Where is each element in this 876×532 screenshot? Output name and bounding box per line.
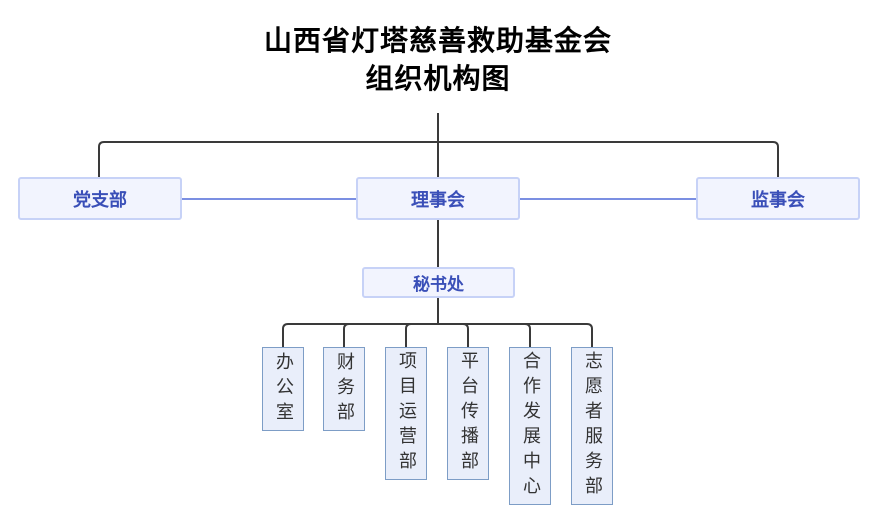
org-box-party-branch-label: 党支部 <box>73 189 127 211</box>
org-box-cooperation-development-center-label: 合作发展中心 <box>520 351 541 501</box>
chart-title-line2: 组织机构图 <box>365 62 511 95</box>
connector-to-cooperation-development <box>438 323 531 347</box>
org-box-cooperation-development-center: 合作发展中心 <box>509 347 551 505</box>
org-box-finance-dept: 财务部 <box>323 347 365 431</box>
org-box-party-branch: 党支部 <box>18 177 182 220</box>
chart-title-line1: 山西省灯塔慈善救助基金会 <box>263 24 612 57</box>
chart-title: 山西省灯塔慈善救助基金会 组织机构图 <box>0 22 876 98</box>
org-box-office-label: 办公室 <box>273 351 294 427</box>
org-box-volunteer-service-dept: 志愿者服务部 <box>571 347 613 505</box>
org-box-platform-communication-dept-label: 平台传播部 <box>458 351 479 476</box>
connector-to-volunteer-service <box>438 323 593 347</box>
org-box-finance-dept-label: 财务部 <box>334 351 355 427</box>
org-box-project-operations-dept: 项目运营部 <box>385 347 427 480</box>
org-box-board-of-directors: 理事会 <box>356 177 520 220</box>
org-box-board-of-directors-label: 理事会 <box>411 189 465 211</box>
org-box-secretariat-label: 秘书处 <box>413 275 464 295</box>
connector-root-to-supervisors <box>438 141 779 177</box>
org-box-board-of-supervisors: 监事会 <box>696 177 860 220</box>
org-box-secretariat: 秘书处 <box>362 267 515 298</box>
org-box-project-operations-dept-label: 项目运营部 <box>396 351 417 476</box>
org-box-board-of-supervisors-label: 监事会 <box>751 189 805 211</box>
connector-to-project-operations <box>405 323 438 347</box>
org-box-volunteer-service-dept-label: 志愿者服务部 <box>582 351 603 501</box>
org-box-platform-communication-dept: 平台传播部 <box>447 347 489 480</box>
org-box-office: 办公室 <box>262 347 304 431</box>
connector-group-dark <box>98 113 779 347</box>
connector-to-office <box>282 323 438 347</box>
connector-to-platform-communication <box>438 323 469 347</box>
connector-to-finance <box>343 323 438 347</box>
connector-root-to-party-branch <box>98 141 438 177</box>
